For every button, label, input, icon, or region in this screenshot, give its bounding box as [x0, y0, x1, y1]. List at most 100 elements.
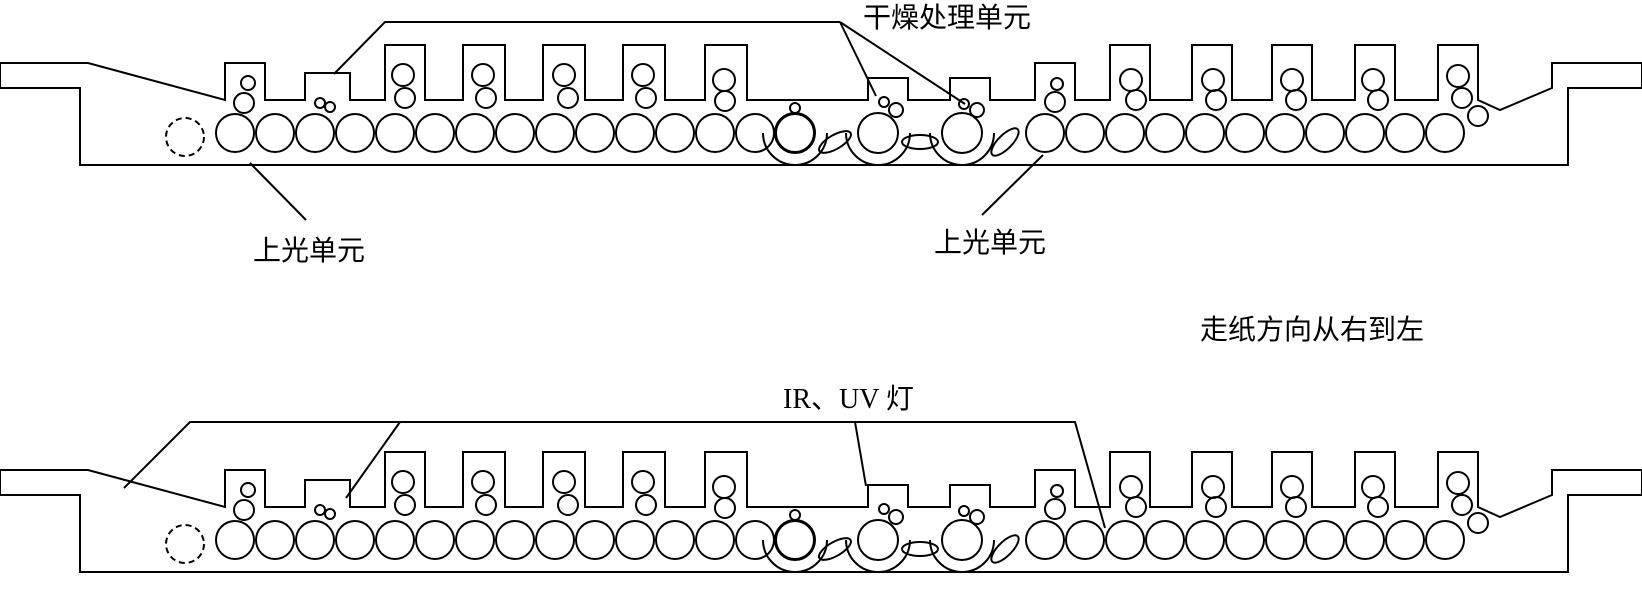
- drum-4: [375, 113, 415, 153]
- drum-dryer-1-tray: [762, 132, 828, 166]
- coating-unit-label-right: 上光单元: [934, 226, 1046, 259]
- drum-2: [295, 520, 335, 560]
- small-roller-right: [1467, 105, 1489, 127]
- drum-r-10: [1425, 113, 1465, 153]
- drum-r-4: [1185, 520, 1225, 560]
- drum-6: [455, 520, 495, 560]
- drum-12: [695, 113, 735, 153]
- drum-dryer-3-tray: [929, 132, 995, 166]
- unit-roller-11-0: [1201, 68, 1225, 92]
- unit-roller-13-1: [1367, 496, 1389, 518]
- sheet-guide-2: [901, 134, 939, 150]
- unit-roller-5-0: [631, 470, 655, 494]
- drum-5: [415, 520, 455, 560]
- unit-roller-2-0: [391, 63, 415, 87]
- unit-roller-10-0: [1119, 68, 1143, 92]
- unit-roller-0-0: [240, 482, 256, 498]
- drum-dryer-2: [857, 112, 899, 154]
- drum-r-6: [1265, 520, 1305, 560]
- unit-roller-7-1: [888, 102, 904, 118]
- drum-dryer-3: [941, 519, 983, 561]
- unit-roller-12-0: [1280, 475, 1304, 499]
- sheet-guide-3: [990, 127, 1020, 157]
- unit-roller-4-0: [552, 470, 576, 494]
- unit-roller-9-0: [1050, 77, 1064, 91]
- unit-roller-1-1: [324, 508, 336, 520]
- unit-roller-6-0: [712, 475, 736, 499]
- feeder-drum-dashed: [165, 117, 205, 157]
- lamps-label: IR、UV 灯: [783, 383, 914, 415]
- sheet-guide-3: [990, 534, 1020, 564]
- drum-dryer-2-tray: [845, 539, 911, 573]
- leader-lines: [123, 21, 1106, 529]
- unit-roller-9-1: [1044, 91, 1066, 113]
- unit-roller-6-1: [714, 497, 736, 519]
- drum-r-5: [1225, 113, 1265, 153]
- drum-0: [215, 520, 255, 560]
- unit-roller-9-1: [1044, 498, 1066, 520]
- unit-roller-8-0: [958, 505, 970, 517]
- drum-r-7: [1305, 520, 1345, 560]
- drum-8: [535, 520, 575, 560]
- drum-r-4: [1185, 113, 1225, 153]
- drum-9: [575, 520, 615, 560]
- unit-roller-3-1: [475, 87, 497, 109]
- press-top: [0, 44, 1642, 166]
- drum-dryer-2: [857, 519, 899, 561]
- drum-r-6: [1265, 113, 1305, 153]
- unit-roller-13-1: [1367, 89, 1389, 111]
- drum-r-5: [1225, 520, 1265, 560]
- unit-roller-12-1: [1285, 496, 1307, 518]
- drum-dryer-3-tray: [929, 539, 995, 573]
- unit-roller-0-1: [233, 499, 255, 521]
- drum-7: [495, 113, 535, 153]
- drum-3: [335, 113, 375, 153]
- unit-roller-5-0: [631, 63, 655, 87]
- drying-unit-label: 干燥处理单元: [863, 1, 1031, 34]
- drum-dryer-1-tray: [762, 539, 828, 573]
- unit-roller-13-0: [1361, 68, 1385, 92]
- drum-dryer-1: [774, 112, 816, 154]
- press-bottom: [0, 451, 1642, 573]
- unit-roller-1-0: [314, 504, 326, 516]
- unit-roller-14-0: [1446, 64, 1470, 88]
- drum-r-1: [1065, 520, 1105, 560]
- unit-roller-8-1: [969, 102, 985, 118]
- drum-7: [495, 520, 535, 560]
- unit-roller-14-1: [1451, 87, 1473, 109]
- unit-roller-5-1: [635, 494, 657, 516]
- drum-4: [375, 520, 415, 560]
- press-frame: [0, 44, 1642, 166]
- paper-direction-label: 走纸方向从右到左: [1200, 313, 1424, 346]
- drum-r-3: [1145, 520, 1185, 560]
- unit-roller-2-1: [394, 87, 416, 109]
- coating-leader-left: [249, 162, 307, 221]
- drum-3: [335, 520, 375, 560]
- drum-r-2: [1105, 520, 1145, 560]
- unit-roller-3-0: [471, 63, 495, 87]
- drum-10: [615, 113, 655, 153]
- drum-r-8: [1345, 113, 1385, 153]
- unit-roller-0-1: [233, 92, 255, 114]
- drum-10: [615, 520, 655, 560]
- drum-dryer-3: [941, 112, 983, 154]
- unit-roller-3-1: [475, 494, 497, 516]
- unit-roller-11-1: [1205, 496, 1227, 518]
- drum-13: [735, 113, 775, 153]
- drum-11: [655, 520, 695, 560]
- drying-leader-1: [839, 21, 877, 97]
- drum-dryer-1: [774, 519, 816, 561]
- unit-roller-13-0: [1361, 475, 1385, 499]
- unit-roller-6-1: [714, 90, 736, 112]
- drum-r-7: [1305, 113, 1345, 153]
- lamps-leader-1: [345, 421, 401, 499]
- drum-2: [295, 113, 335, 153]
- feeder-drum-dashed: [165, 524, 205, 564]
- lamps-leader-2: [854, 421, 867, 487]
- unit-roller-2-0: [391, 470, 415, 494]
- small-roller-mid: [789, 509, 801, 521]
- unit-roller-1-0: [314, 97, 326, 109]
- drying-leader-top: [333, 21, 840, 75]
- press-frame: [0, 451, 1642, 573]
